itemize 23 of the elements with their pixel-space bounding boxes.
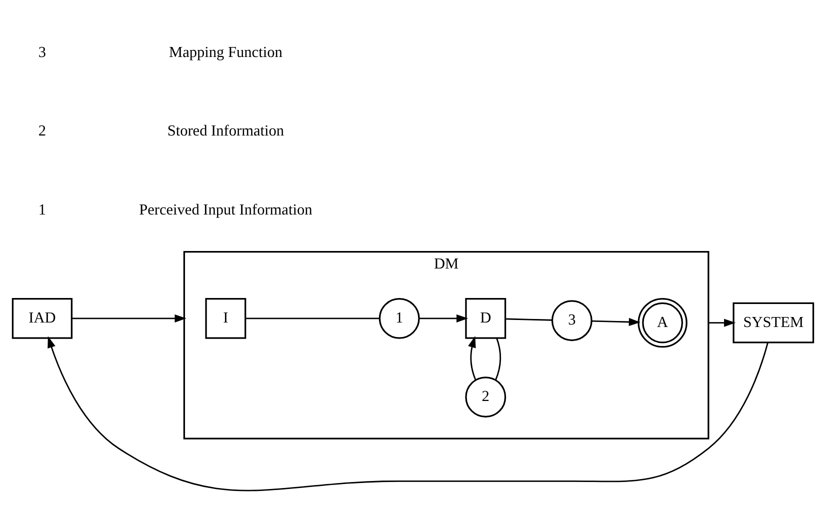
arrow: [468, 336, 476, 380]
label: 2: [38, 122, 46, 140]
connector: [495, 337, 502, 380]
node-box: I: [205, 297, 246, 338]
label: 1: [38, 200, 46, 218]
connector: [505, 318, 552, 320]
arrow: [592, 317, 640, 326]
node-circle: 3: [551, 300, 592, 341]
label: Perceived Input Information: [139, 200, 312, 218]
node-circle: A: [638, 297, 688, 348]
node-box: D: [465, 297, 506, 338]
label: 3: [38, 44, 46, 61]
arrow: [48, 336, 768, 491]
node-circle: 1: [378, 297, 420, 338]
arrow: [72, 314, 186, 322]
node-circle: 2: [465, 376, 506, 418]
label: Mapping Function: [169, 44, 282, 61]
connector: [245, 317, 380, 319]
label: Stored Information: [167, 122, 284, 140]
node-box: SYSTEM: [732, 302, 814, 343]
arrow: [419, 314, 468, 322]
node-box: IAD: [12, 297, 73, 338]
arrow: [708, 318, 736, 326]
